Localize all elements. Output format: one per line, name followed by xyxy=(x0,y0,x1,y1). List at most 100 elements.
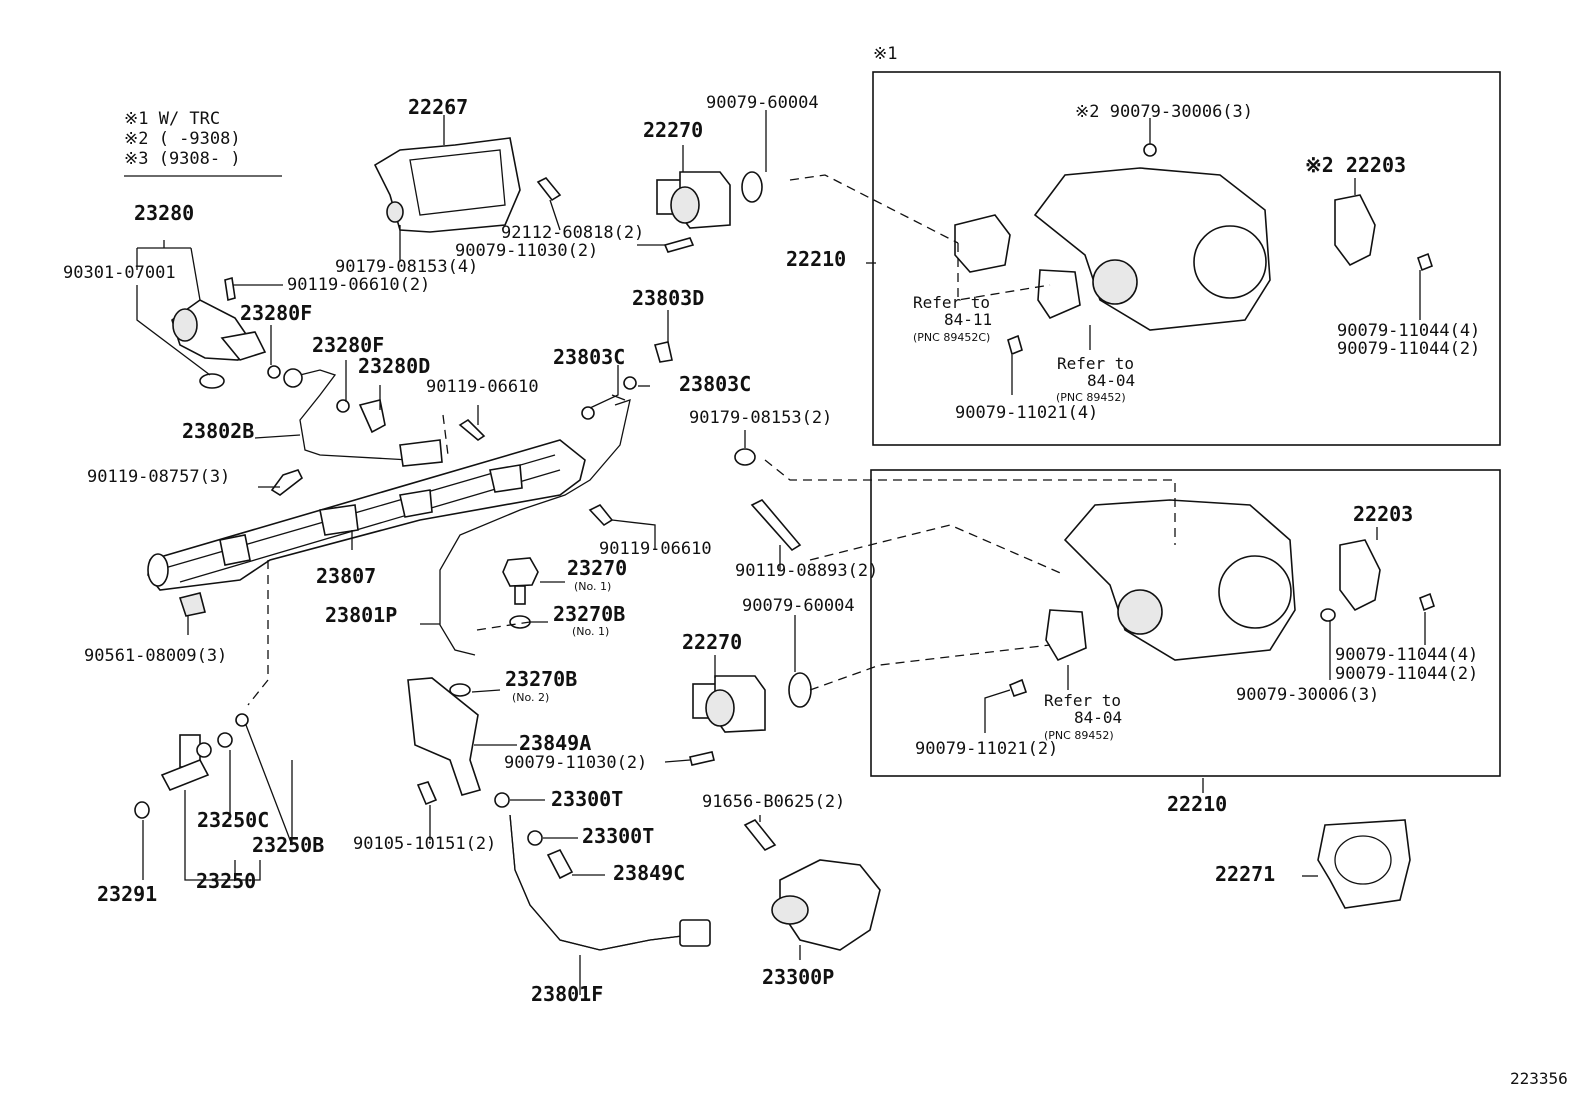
fuel-hose-23801p xyxy=(439,399,631,656)
label-23250: 23250 xyxy=(196,869,256,893)
label-90105: 90105-10151(2) xyxy=(353,834,496,854)
gasket-23300t-b xyxy=(527,830,543,846)
label-23803c-1: 23803C xyxy=(553,345,625,369)
bolt-90079-11030-b xyxy=(689,751,715,766)
fuel-pipe-23802b xyxy=(299,369,411,461)
label-90079-11030-2b: 90079-11030(2) xyxy=(504,753,647,773)
label-23270: 23270 xyxy=(567,556,627,580)
label-90119-06610: 90119-06610 xyxy=(426,377,539,397)
label-23803c-2: 23803C xyxy=(679,372,751,396)
figure-reference-number: 223356 xyxy=(1510,1069,1568,1088)
label-90179-08153-4: 90179-08153(4) xyxy=(335,257,478,277)
label-23807: 23807 xyxy=(316,564,376,588)
leader-lines xyxy=(136,110,1426,995)
bolt-90105 xyxy=(416,781,438,806)
label-23270-no1: (No. 1) xyxy=(574,580,611,593)
label-lower-pnc: (PNC 89452) xyxy=(1044,729,1114,742)
bolt-90119-06610-a xyxy=(224,276,236,302)
stud-92112 xyxy=(536,176,562,202)
pressure-regulator-23270 xyxy=(502,557,539,605)
gasket-23803c-b xyxy=(581,406,595,420)
part-labels: 23280 90301-07001 90119-06610(2) 23280F … xyxy=(63,93,1568,1088)
label-upper-refer-1: Refer to xyxy=(913,293,990,312)
label-90561: 90561-08009(3) xyxy=(84,646,227,666)
label-91656: 91656-B0625(2) xyxy=(702,792,845,812)
label-upper-90079-11044-4: 90079-11044(4) xyxy=(1337,321,1480,341)
throttle-body-box xyxy=(870,469,1501,777)
label-upper-84-11: 84-11 xyxy=(944,310,992,329)
sensor-22270-bottom xyxy=(692,675,766,733)
bracket-22267 xyxy=(373,137,521,233)
label-22270-bottom: 22270 xyxy=(682,630,742,654)
gasket-22271 xyxy=(1317,819,1411,909)
gasket-23280f-b xyxy=(336,399,350,413)
bolt-90079-11030-a xyxy=(663,237,695,253)
label-upper-90079-11044-2: 90079-11044(2) xyxy=(1337,339,1480,359)
label-upper-90079-11021: 90079-11021(4) xyxy=(955,403,1098,423)
union-bolt-23280d-a xyxy=(283,368,303,388)
pipe-clamp xyxy=(399,439,443,467)
label-lower-84-04: 84-04 xyxy=(1074,708,1122,727)
label-upper-90079-30006: ※2 90079-30006(3) xyxy=(1075,102,1253,122)
legend-line-1: ※1 W/ TRC xyxy=(124,109,220,129)
label-lower-90079-11044-2: 90079-11044(2) xyxy=(1335,664,1478,684)
label-23300t-1: 23300T xyxy=(551,787,623,811)
label-90079-11030-2a: 90079-11030(2) xyxy=(455,241,598,261)
label-lower-90079-11044-4: 90079-11044(4) xyxy=(1335,645,1478,665)
label-23270b-2: 23270B xyxy=(505,667,577,691)
gasket-23803c-a xyxy=(623,376,637,390)
o-ring-23270b-no2 xyxy=(449,683,471,697)
label-23801p: 23801P xyxy=(325,603,397,627)
box-top-marker: ※1 xyxy=(873,44,897,64)
bolt-90119-08757 xyxy=(270,469,304,496)
label-90079-60004-bottom: 90079-60004 xyxy=(742,596,855,616)
label-90301-07001: 90301-07001 xyxy=(63,263,176,283)
label-23270b-no2: (No. 2) xyxy=(512,691,549,704)
label-23280f-1: 23280F xyxy=(240,301,312,325)
label-22210-bottom: 22210 xyxy=(1167,792,1227,816)
label-90179-08153-2: 90179-08153(2) xyxy=(689,408,832,428)
union-bolt-23280d xyxy=(358,399,386,434)
label-lower-22203: 22203 xyxy=(1353,502,1413,526)
bolt-90119-08893 xyxy=(750,499,802,552)
legend: ※1 W/ TRC ※2 ( -9308) ※3 (9308- ) xyxy=(124,109,282,177)
label-23849c: 23849C xyxy=(613,861,685,885)
label-23803d: 23803D xyxy=(632,286,704,310)
bolt-90119-06610-c xyxy=(588,503,614,527)
label-23300t-2: 23300T xyxy=(582,824,654,848)
bolt-90119-06610-b xyxy=(458,418,486,441)
label-23250c: 23250C xyxy=(197,808,269,832)
label-23280f-2: 23280F xyxy=(312,333,384,357)
label-23300p: 23300P xyxy=(762,965,834,989)
label-90119-06610-2: 90119-06610(2) xyxy=(287,275,430,295)
label-90119-08893: 90119-08893(2) xyxy=(735,561,878,581)
nut-90179-08153 xyxy=(734,448,756,466)
label-23291: 23291 xyxy=(97,882,157,906)
label-23280: 23280 xyxy=(134,201,194,225)
injector-23250 xyxy=(160,734,212,792)
label-22267: 22267 xyxy=(408,95,468,119)
label-23849a: 23849A xyxy=(519,731,591,755)
isc-valve-23300p xyxy=(771,859,881,951)
fuel-hose-23801f xyxy=(509,814,711,951)
label-lower-90079-30006: 90079-30006(3) xyxy=(1236,685,1379,705)
label-upper-refer-2: Refer to xyxy=(1057,354,1134,373)
throttle-body-trc xyxy=(954,143,1433,356)
gasket-90301 xyxy=(199,373,225,389)
label-23270b-no1: (No. 1) xyxy=(572,625,609,638)
label-22270-top: 22270 xyxy=(643,118,703,142)
o-ring-23250b xyxy=(235,713,249,727)
label-upper-84-04: 84-04 xyxy=(1087,371,1135,390)
label-upper-pnc-2: (PNC 89452) xyxy=(1056,391,1126,404)
label-90119-08757: 90119-08757(3) xyxy=(87,467,230,487)
label-upper-pnc-1: (PNC 89452C) xyxy=(913,331,990,344)
label-23250b: 23250B xyxy=(252,833,324,857)
legend-line-3: ※3 (9308- ) xyxy=(124,149,241,169)
o-ring-23291 xyxy=(134,801,150,819)
pulsation-damper xyxy=(171,299,267,361)
label-23801f: 23801F xyxy=(531,982,603,1006)
dashed-lines xyxy=(247,174,1176,706)
label-lower-refer: Refer to xyxy=(1044,691,1121,710)
label-23270b: 23270B xyxy=(553,602,625,626)
